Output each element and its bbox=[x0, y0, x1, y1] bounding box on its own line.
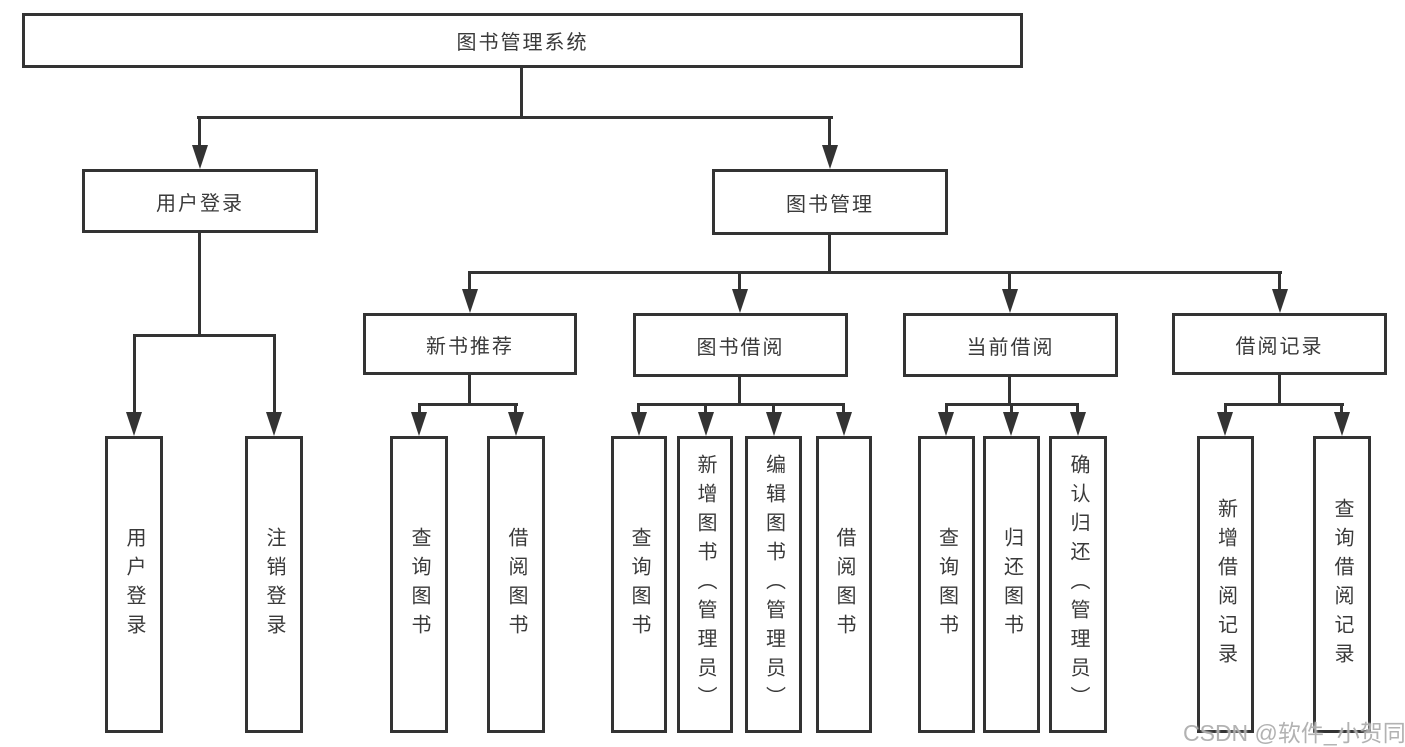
connector-v bbox=[1010, 403, 1013, 415]
csdn-watermark: CSDN @软件_小贺同学 bbox=[1183, 720, 1405, 746]
node-borrow-records-label: 借阅记录 bbox=[1235, 335, 1324, 358]
connector-v bbox=[198, 233, 201, 336]
connector-h bbox=[133, 334, 276, 337]
arrowhead-down bbox=[1002, 289, 1018, 313]
connector-v bbox=[637, 403, 640, 415]
arrowhead-down bbox=[1334, 412, 1350, 436]
arrowhead-down bbox=[732, 289, 748, 313]
arrowhead-down bbox=[462, 289, 478, 313]
connector-h bbox=[197, 116, 833, 119]
connector-v bbox=[520, 68, 523, 118]
arrowhead-down bbox=[836, 412, 852, 436]
leaf-logout: 注销登录 bbox=[245, 436, 303, 733]
connector-v bbox=[772, 403, 775, 415]
arrowhead-down bbox=[126, 412, 142, 436]
connector-v bbox=[842, 403, 845, 415]
connector-v bbox=[738, 271, 741, 292]
leaf-records-query-record-label: 查询借阅记录 bbox=[1331, 497, 1353, 672]
connector-h bbox=[418, 403, 518, 406]
leaf-rec-query-books: 查询图书 bbox=[390, 436, 448, 733]
leaf-user-login-label: 用户登录 bbox=[123, 526, 145, 643]
arrowhead-down bbox=[938, 412, 954, 436]
node-book-management: 图书管理 bbox=[712, 169, 948, 235]
connector-v bbox=[1076, 403, 1079, 415]
arrowhead-down bbox=[1272, 289, 1288, 313]
leaf-rec-query-books-label: 查询图书 bbox=[408, 526, 430, 643]
leaf-rec-borrow-books: 借阅图书 bbox=[487, 436, 545, 733]
leaf-current-query-books-label: 查询图书 bbox=[935, 526, 958, 643]
node-root: 图书管理系统 bbox=[22, 13, 1023, 68]
node-borrow-records: 借阅记录 bbox=[1172, 313, 1387, 375]
arrowhead-down bbox=[698, 412, 714, 436]
connector-v bbox=[1008, 377, 1011, 406]
leaf-borrow-query-books: 查询图书 bbox=[611, 436, 667, 733]
connector-v bbox=[704, 403, 707, 415]
arrowhead-down bbox=[266, 412, 282, 436]
arrowhead-down bbox=[1070, 412, 1086, 436]
leaf-borrow-edit-books-admin: 编辑图书（管理员） bbox=[745, 436, 802, 733]
leaf-current-query-books: 查询图书 bbox=[918, 436, 975, 733]
connector-h bbox=[1224, 403, 1344, 406]
connector-v bbox=[828, 235, 831, 273]
leaf-borrow-borrow-books-label: 借阅图书 bbox=[833, 526, 855, 643]
connector-v bbox=[514, 403, 517, 415]
leaf-current-confirm-return-admin: 确认归还（管理员） bbox=[1049, 436, 1107, 733]
node-new-book-recommend-label: 新书推荐 bbox=[426, 335, 514, 358]
leaf-current-confirm-return-admin-label: 确认归还（管理员） bbox=[1067, 454, 1089, 715]
connector-v bbox=[1278, 271, 1281, 292]
connector-v bbox=[738, 377, 741, 406]
leaf-records-add-record: 新增借阅记录 bbox=[1197, 436, 1254, 733]
connector-v bbox=[133, 334, 136, 415]
node-current-borrow: 当前借阅 bbox=[903, 313, 1118, 377]
arrowhead-down bbox=[822, 145, 838, 169]
node-user-login: 用户登录 bbox=[82, 169, 318, 233]
arrowhead-down bbox=[192, 145, 208, 169]
node-book-borrow: 图书借阅 bbox=[633, 313, 848, 377]
connector-v bbox=[1278, 375, 1281, 406]
connector-v bbox=[273, 334, 276, 415]
connector-v bbox=[828, 116, 831, 148]
arrowhead-down bbox=[411, 412, 427, 436]
arrowhead-down bbox=[631, 412, 647, 436]
leaf-borrow-add-books-admin-label: 新增图书（管理员） bbox=[694, 454, 716, 715]
leaf-records-query-record: 查询借阅记录 bbox=[1313, 436, 1371, 733]
leaf-rec-borrow-books-label: 借阅图书 bbox=[505, 526, 527, 643]
connector-v bbox=[1340, 403, 1343, 415]
arrowhead-down bbox=[1217, 412, 1233, 436]
leaf-borrow-borrow-books: 借阅图书 bbox=[816, 436, 872, 733]
connector-v bbox=[468, 271, 471, 292]
connector-v bbox=[945, 403, 948, 415]
node-user-login-label: 用户登录 bbox=[156, 192, 244, 215]
arrowhead-down bbox=[508, 412, 524, 436]
connector-h bbox=[469, 271, 1282, 274]
connector-v bbox=[198, 116, 201, 148]
leaf-borrow-query-books-label: 查询图书 bbox=[628, 526, 650, 643]
leaf-logout-label: 注销登录 bbox=[263, 526, 285, 643]
connector-v bbox=[1224, 403, 1227, 415]
leaf-borrow-edit-books-admin-label: 编辑图书（管理员） bbox=[762, 454, 785, 715]
connector-v bbox=[1008, 271, 1011, 292]
node-root-label: 图书管理系统 bbox=[456, 32, 589, 54]
leaf-borrow-add-books-admin: 新增图书（管理员） bbox=[677, 436, 733, 733]
connector-v bbox=[468, 375, 471, 406]
node-new-book-recommend: 新书推荐 bbox=[363, 313, 577, 375]
leaf-current-return-books-label: 归还图书 bbox=[1000, 526, 1023, 643]
arrowhead-down bbox=[1003, 412, 1019, 436]
connector-h bbox=[637, 403, 845, 406]
leaf-user-login: 用户登录 bbox=[105, 436, 163, 733]
leaf-records-add-record-label: 新增借阅记录 bbox=[1214, 497, 1237, 672]
connector-v bbox=[418, 403, 421, 415]
node-book-management-label: 图书管理 bbox=[786, 193, 874, 216]
node-book-borrow-label: 图书借阅 bbox=[696, 336, 785, 359]
arrowhead-down bbox=[766, 412, 782, 436]
leaf-current-return-books: 归还图书 bbox=[983, 436, 1040, 733]
node-current-borrow-label: 当前借阅 bbox=[966, 336, 1055, 359]
